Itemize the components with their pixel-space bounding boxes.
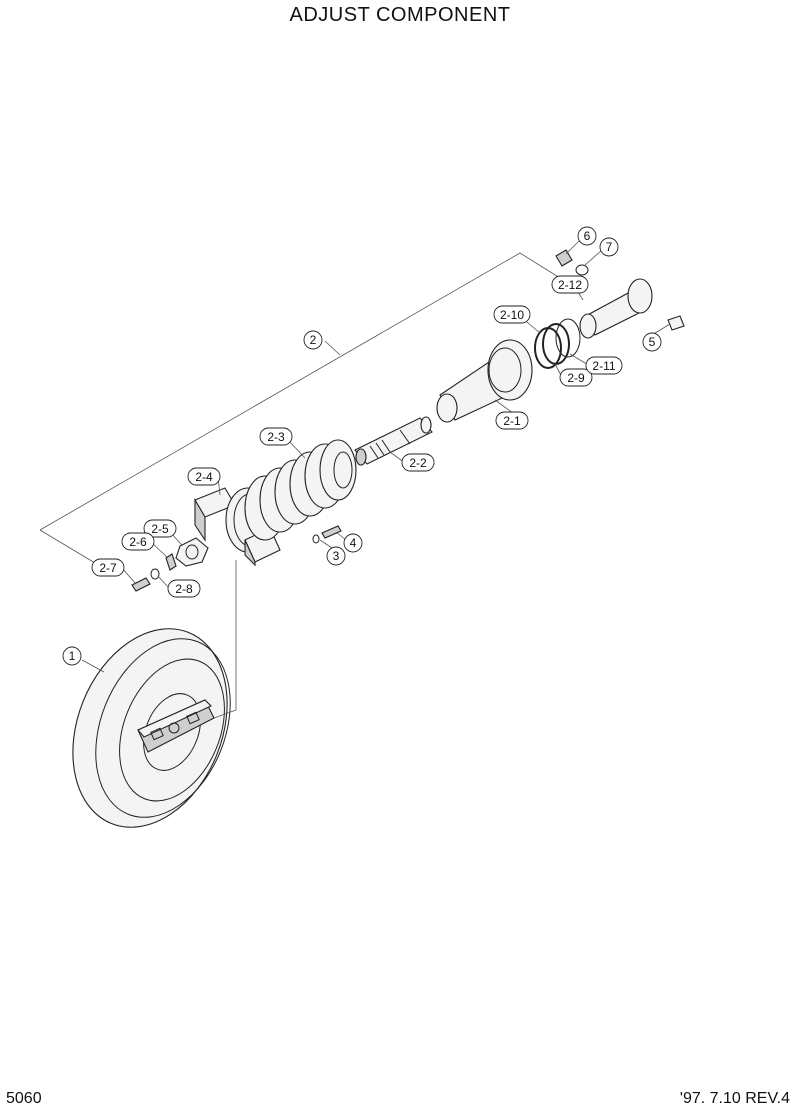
callout-2-11: 2-11 <box>585 356 623 375</box>
recoil-spring <box>244 439 357 541</box>
callout-4: 4 <box>343 533 363 553</box>
callout-2-8: 2-8 <box>167 579 201 598</box>
callout-2-9: 2-9 <box>559 368 593 387</box>
spring-rod <box>354 416 433 466</box>
svg-text:3: 3 <box>333 549 340 563</box>
page-title: ADJUST COMPONENT <box>289 4 511 26</box>
svg-text:2: 2 <box>310 333 317 347</box>
svg-text:4: 4 <box>350 536 357 550</box>
svg-text:2-1: 2-1 <box>503 414 521 428</box>
callout-2-7: 2-7 <box>91 558 125 577</box>
svg-text:2-11: 2-11 <box>592 359 615 373</box>
svg-text:2-3: 2-3 <box>267 430 285 444</box>
callout-7: 7 <box>599 237 619 257</box>
revision-date: '97. 7.10 REV.4 <box>679 1090 790 1107</box>
assembly-group-bracket <box>39 252 561 567</box>
callout-2-10: 2-10 <box>493 305 531 324</box>
svg-text:7: 7 <box>606 240 613 254</box>
callout-2-6: 2-6 <box>121 532 155 551</box>
callout-2-4: 2-4 <box>187 467 221 486</box>
bolt <box>131 577 151 592</box>
svg-text:6: 6 <box>584 229 591 243</box>
tension-cylinder <box>436 339 533 423</box>
seal-rings <box>534 318 581 369</box>
svg-text:2-4: 2-4 <box>195 470 213 484</box>
svg-text:1: 1 <box>69 649 76 663</box>
small-bolt <box>321 525 342 539</box>
piston <box>579 278 653 339</box>
callout-6: 6 <box>577 226 597 246</box>
svg-text:2-8: 2-8 <box>175 582 193 596</box>
svg-text:5: 5 <box>649 335 656 349</box>
svg-text:2-10: 2-10 <box>500 308 524 322</box>
callout-2: 2 <box>303 330 323 350</box>
washer <box>150 568 160 580</box>
callout-2-2: 2-2 <box>401 453 435 472</box>
callout-2-12: 2-12 <box>551 275 589 294</box>
svg-text:2-2: 2-2 <box>409 456 427 470</box>
svg-text:2-5: 2-5 <box>151 522 169 536</box>
grease-valve <box>555 249 573 267</box>
valve-washer <box>575 264 589 276</box>
callout-2-1: 2-1 <box>495 411 529 430</box>
callout-5: 5 <box>642 332 662 352</box>
idler-wheel <box>72 560 237 828</box>
nut <box>175 537 209 567</box>
lock-plate <box>165 553 177 571</box>
callout-2-5: 2-5 <box>143 519 177 538</box>
callout-1: 1 <box>62 646 82 666</box>
small-washer <box>312 534 320 544</box>
callout-2-3: 2-3 <box>259 427 293 446</box>
callout-3: 3 <box>326 546 346 566</box>
svg-text:2-9: 2-9 <box>567 371 585 385</box>
svg-text:2-6: 2-6 <box>129 535 147 549</box>
svg-text:2-7: 2-7 <box>99 561 117 575</box>
page-number: 5060 <box>6 1090 42 1107</box>
svg-text:2-12: 2-12 <box>558 278 582 292</box>
plug-screw <box>667 315 685 331</box>
